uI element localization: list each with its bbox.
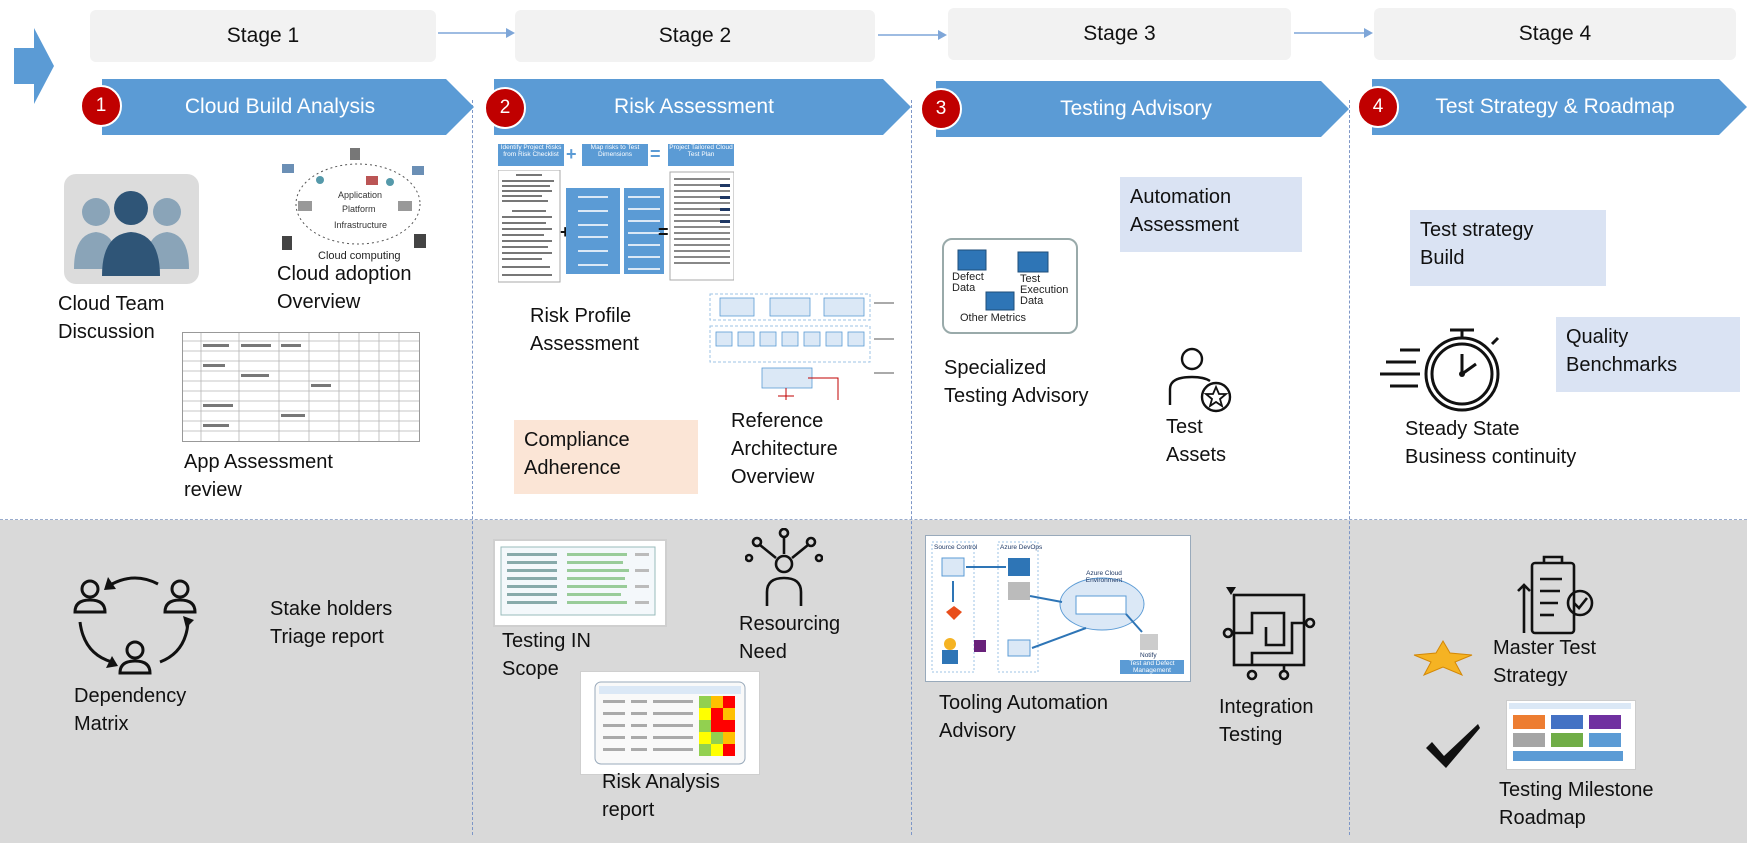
stage-1-banner: Cloud Build Analysis bbox=[102, 79, 474, 135]
stage-4-badge: 4 bbox=[1357, 86, 1399, 128]
risk-flow-diagram: Identify Project Risks from Risk Checkli… bbox=[498, 144, 734, 284]
stage-4-label: Stage 4 bbox=[1518, 22, 1592, 45]
stage-2-box: Stage 2 bbox=[515, 10, 875, 62]
devops-pipeline-diagram: Source Control Azure DevOps Azure Cloud … bbox=[925, 535, 1191, 682]
testing-in-scope-label: Testing IN Scope bbox=[502, 630, 591, 680]
test-plan-box: Project Tailored Cloud Test Plan bbox=[668, 144, 734, 166]
specialized-advisory-label: Specialized Testing Advisory bbox=[944, 357, 1089, 407]
data-cubes-icon bbox=[957, 249, 1049, 311]
stage-1-badge: 1 bbox=[80, 85, 122, 127]
stage-3-banner: Testing Advisory bbox=[936, 81, 1349, 137]
architecture-icon bbox=[709, 293, 894, 400]
cloud-caption: Cloud computing bbox=[318, 250, 401, 262]
quality-benchmarks-tag: Quality Benchmarks bbox=[1556, 317, 1740, 392]
resourcing-icon bbox=[745, 528, 823, 606]
checkmark-icon bbox=[1426, 724, 1480, 768]
cloud-adoption-label: Cloud adoption Overview bbox=[277, 263, 412, 313]
automation-assessment-tag: Automation Assessment bbox=[1120, 177, 1302, 252]
resourcing-label: Resourcing Need bbox=[739, 613, 841, 663]
svg-text:=: = bbox=[658, 222, 669, 242]
reference-architecture-diagram bbox=[708, 290, 898, 410]
roadmap-chart-icon bbox=[1509, 703, 1631, 761]
test-assets-icon bbox=[1168, 347, 1232, 413]
stage-1-box: Stage 1 bbox=[90, 10, 436, 62]
column-divider-2 bbox=[911, 100, 912, 835]
test-execution-label: Test Execution Data bbox=[1020, 273, 1069, 307]
stage-2-banner: Risk Assessment bbox=[494, 79, 911, 135]
testing-scope-sheet bbox=[493, 539, 667, 627]
stakeholders-label: Stake holders Triage report bbox=[270, 598, 393, 648]
scope-table-icon bbox=[500, 546, 656, 616]
test-assets-label: Test Assets bbox=[1166, 416, 1227, 466]
tooling-advisory-label: Tooling Automation Advisory bbox=[939, 692, 1109, 742]
cloud-computing-illustration: Application Platform Infrastructure Clou… bbox=[280, 146, 430, 264]
stage-3-label: Stage 3 bbox=[1083, 22, 1156, 45]
stage-1-label: Stage 1 bbox=[226, 24, 300, 47]
source-control-label: Source Control bbox=[934, 544, 978, 551]
integration-testing-label: Integration Testing bbox=[1219, 696, 1314, 746]
compliance-tag: Compliance Adherence bbox=[514, 420, 698, 494]
risk-heatmap-icon bbox=[594, 681, 746, 765]
stage-2-badge: 2 bbox=[484, 87, 526, 129]
app-assessment-spreadsheet bbox=[182, 332, 420, 442]
connector-arrow-3 bbox=[1294, 28, 1373, 38]
connector-arrow-1 bbox=[438, 28, 515, 38]
risk-mapping-icon: + = bbox=[498, 170, 734, 283]
stopwatch-icon bbox=[1380, 328, 1500, 412]
risk-profile-label: Risk Profile Assessment bbox=[530, 305, 639, 355]
bottom-band bbox=[0, 520, 1747, 843]
metrics-data-panel: Defect Data Test Execution Data Other Me… bbox=[942, 238, 1078, 334]
cloud-network-icon: Application Platform Infrastructure bbox=[282, 148, 426, 250]
column-divider-3 bbox=[1349, 100, 1350, 835]
azure-cloud-label: Azure Cloud Environment bbox=[1085, 570, 1123, 584]
dependency-matrix-icon bbox=[73, 576, 197, 675]
svg-text:+: + bbox=[560, 222, 571, 242]
svg-text:Application: Application bbox=[338, 190, 382, 200]
risk-analysis-label: Risk Analysis report bbox=[602, 771, 720, 821]
stage-4-title: Test Strategy & Roadmap bbox=[1435, 95, 1675, 118]
team-icon bbox=[74, 191, 189, 276]
stage-3-badge: 3 bbox=[920, 88, 962, 130]
master-strategy-label: Master Test Strategy bbox=[1493, 637, 1596, 687]
stage-2-title: Risk Assessment bbox=[614, 95, 774, 118]
svg-text:Infrastructure: Infrastructure bbox=[334, 220, 387, 230]
cloud-team-label: Cloud Team Discussion bbox=[58, 293, 165, 343]
test-strategy-tag: Test strategy Build bbox=[1410, 210, 1606, 286]
identify-risks-box: Identify Project Risks from Risk Checkli… bbox=[498, 144, 564, 166]
plus-icon: + bbox=[566, 144, 577, 164]
equals-icon: = bbox=[650, 144, 661, 164]
column-divider-1 bbox=[472, 100, 473, 835]
defect-data-label: Defect Data bbox=[952, 271, 984, 294]
app-assessment-label: App Assessment review bbox=[184, 451, 333, 501]
map-risks-box: Map risks to Test Dimensions bbox=[582, 144, 648, 166]
section-divider bbox=[0, 519, 1747, 520]
stage-1-title: Cloud Build Analysis bbox=[184, 95, 376, 118]
svg-text:Platform: Platform bbox=[342, 204, 376, 214]
pipeline-icon bbox=[931, 541, 1158, 673]
stage-4-box: Stage 4 bbox=[1374, 8, 1736, 60]
steady-state-label: Steady State Business continuity bbox=[1405, 418, 1577, 468]
stage-3-title: Testing Advisory bbox=[1060, 97, 1212, 120]
dependency-matrix-label: Dependency Matrix bbox=[74, 685, 187, 735]
defect-management-label: Test and Defect Management bbox=[1120, 660, 1184, 674]
stage-3-box: Stage 3 bbox=[948, 8, 1291, 60]
notify-label: Notify bbox=[1140, 652, 1157, 659]
azure-devops-label: Azure DevOps bbox=[1000, 544, 1043, 551]
integration-maze-icon bbox=[1222, 587, 1316, 681]
stage-2-label: Stage 2 bbox=[658, 24, 732, 47]
spreadsheet-grid-icon bbox=[183, 333, 419, 441]
risk-analysis-sheet bbox=[580, 671, 760, 775]
milestone-roadmap-thumbnail bbox=[1506, 700, 1636, 770]
connector-arrow-2 bbox=[878, 30, 947, 40]
strategy-document-icon bbox=[1517, 555, 1594, 635]
start-arrow-icon bbox=[14, 28, 54, 104]
star-icon bbox=[1413, 640, 1473, 676]
stage-4-banner: Test Strategy & Roadmap bbox=[1372, 79, 1747, 135]
milestone-roadmap-label: Testing Milestone Roadmap bbox=[1499, 779, 1654, 829]
team-icon-tile bbox=[64, 174, 199, 284]
other-metrics-label: Other Metrics bbox=[960, 312, 1027, 324]
reference-architecture-label: Reference Architecture Overview bbox=[731, 410, 838, 488]
